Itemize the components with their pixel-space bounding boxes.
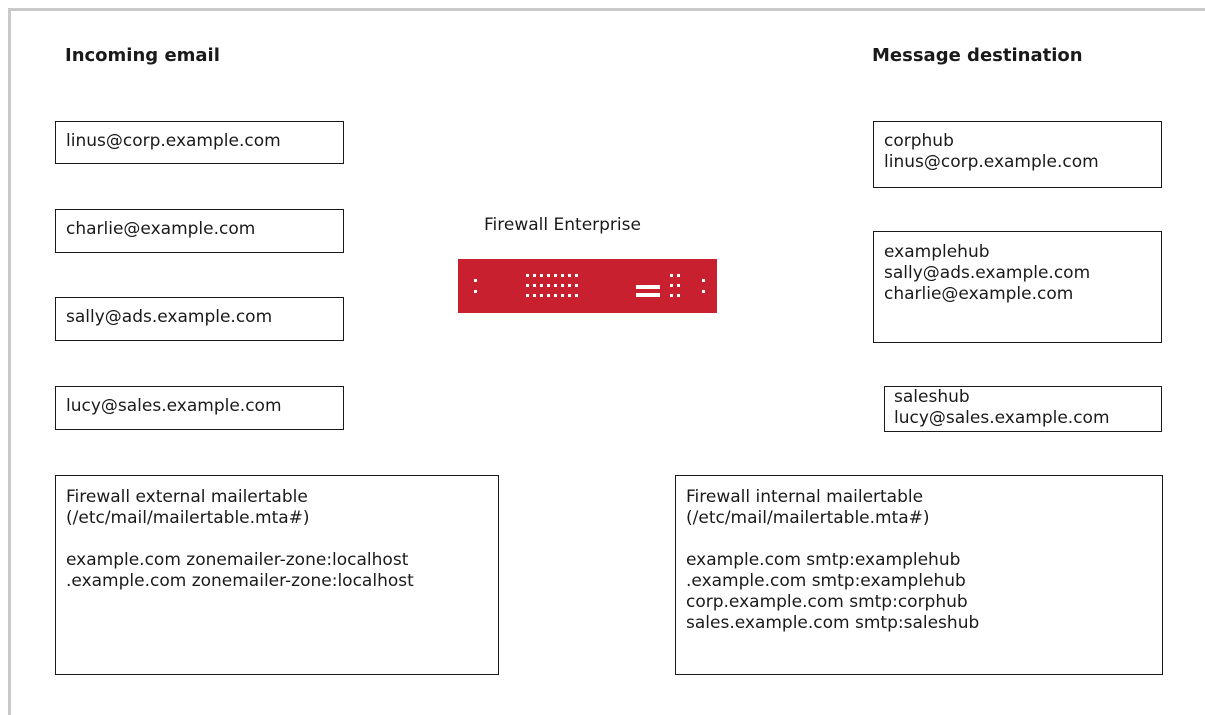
incoming-email-box: sally@ads.example.com: [55, 297, 344, 341]
firewall-port-lights: [474, 274, 705, 297]
firewall-port-dot: [561, 274, 564, 277]
destination-address: lucy@sales.example.com: [894, 408, 1110, 428]
firewall-port-dot: [670, 284, 673, 287]
firewall-port-dot: [561, 284, 564, 287]
incoming-email-box: charlie@example.com: [55, 209, 344, 253]
destination-box-examplehub: examplehub sally@ads.example.com charlie…: [873, 231, 1162, 343]
firewall-port-dot: [526, 274, 529, 277]
mailertable-title: Firewall external mailertable: [66, 487, 308, 507]
firewall-port-dot: [568, 274, 571, 277]
mailertable-entry: .example.com zonemailer-zone:localhost: [66, 571, 414, 591]
destination-box-saleshub: saleshub lucy@sales.example.com: [884, 386, 1162, 432]
mailertable-entry: example.com smtp:examplehub: [686, 550, 961, 570]
mailertable-path: (/etc/mail/mailertable.mta#): [66, 508, 310, 528]
destination-hub-name: corphub: [884, 131, 954, 151]
firewall-port-dot: [554, 294, 557, 297]
destination-address: charlie@example.com: [884, 284, 1074, 304]
firewall-appliance-body: [458, 259, 717, 313]
firewall-bar-bottom: [636, 293, 660, 297]
destination-box-corphub: corphub linus@corp.example.com: [873, 121, 1162, 188]
firewall-port-dot: [575, 284, 578, 287]
incoming-email-box: lucy@sales.example.com: [55, 386, 344, 430]
firewall-port-dot: [533, 284, 536, 287]
firewall-port-dot: [677, 284, 680, 287]
firewall-port-dot: [540, 284, 543, 287]
firewall-port-dot: [533, 294, 536, 297]
firewall-label: Firewall Enterprise: [484, 215, 641, 235]
firewall-port-dot: [526, 284, 529, 287]
destination-hub-name: saleshub: [894, 387, 970, 407]
firewall-port-dot: [547, 294, 550, 297]
incoming-email-heading: Incoming email: [65, 45, 220, 66]
firewall-port-dot: [554, 274, 557, 277]
diagram-frame: [8, 8, 1205, 715]
incoming-address: charlie@example.com: [66, 219, 256, 239]
incoming-email-box: linus@corp.example.com: [55, 121, 344, 164]
external-mailertable-box: Firewall external mailertable (/etc/mail…: [55, 475, 499, 675]
destination-address: linus@corp.example.com: [884, 152, 1099, 172]
mailertable-title: Firewall internal mailertable: [686, 487, 924, 507]
firewall-port-dot: [568, 294, 571, 297]
firewall-port-dot: [702, 279, 705, 282]
firewall-port-dot: [540, 294, 543, 297]
destination-address: sally@ads.example.com: [884, 263, 1091, 283]
firewall-port-dot: [547, 284, 550, 287]
mailertable-path: (/etc/mail/mailertable.mta#): [686, 508, 930, 528]
firewall-port-dot: [526, 294, 529, 297]
firewall-port-dot: [670, 294, 673, 297]
firewall-bar-top: [636, 285, 660, 289]
firewall-port-dot: [568, 284, 571, 287]
message-destination-heading: Message destination: [872, 45, 1083, 66]
firewall-port-dot: [702, 290, 705, 293]
firewall-port-dot: [547, 274, 550, 277]
incoming-address: linus@corp.example.com: [66, 131, 281, 151]
incoming-address: sally@ads.example.com: [66, 307, 273, 327]
firewall-port-dot: [677, 294, 680, 297]
incoming-address: lucy@sales.example.com: [66, 396, 282, 416]
firewall-appliance-icon: [458, 259, 717, 313]
firewall-port-dot: [561, 294, 564, 297]
firewall-port-dot: [474, 279, 477, 282]
firewall-port-dot: [540, 274, 543, 277]
firewall-port-dot: [554, 284, 557, 287]
firewall-port-dot: [677, 274, 680, 277]
firewall-port-dot: [533, 274, 536, 277]
firewall-port-dot: [575, 274, 578, 277]
firewall-port-dot: [670, 274, 673, 277]
mailertable-entry: .example.com smtp:examplehub: [686, 571, 966, 591]
internal-mailertable-box: Firewall internal mailertable (/etc/mail…: [675, 475, 1163, 675]
firewall-port-dot: [575, 294, 578, 297]
mailertable-entry: example.com zonemailer-zone:localhost: [66, 550, 409, 570]
mailertable-entry: sales.example.com smtp:saleshub: [686, 613, 980, 633]
firewall-port-dot: [474, 290, 477, 293]
destination-hub-name: examplehub: [884, 242, 990, 262]
mailertable-entry: corp.example.com smtp:corphub: [686, 592, 968, 612]
